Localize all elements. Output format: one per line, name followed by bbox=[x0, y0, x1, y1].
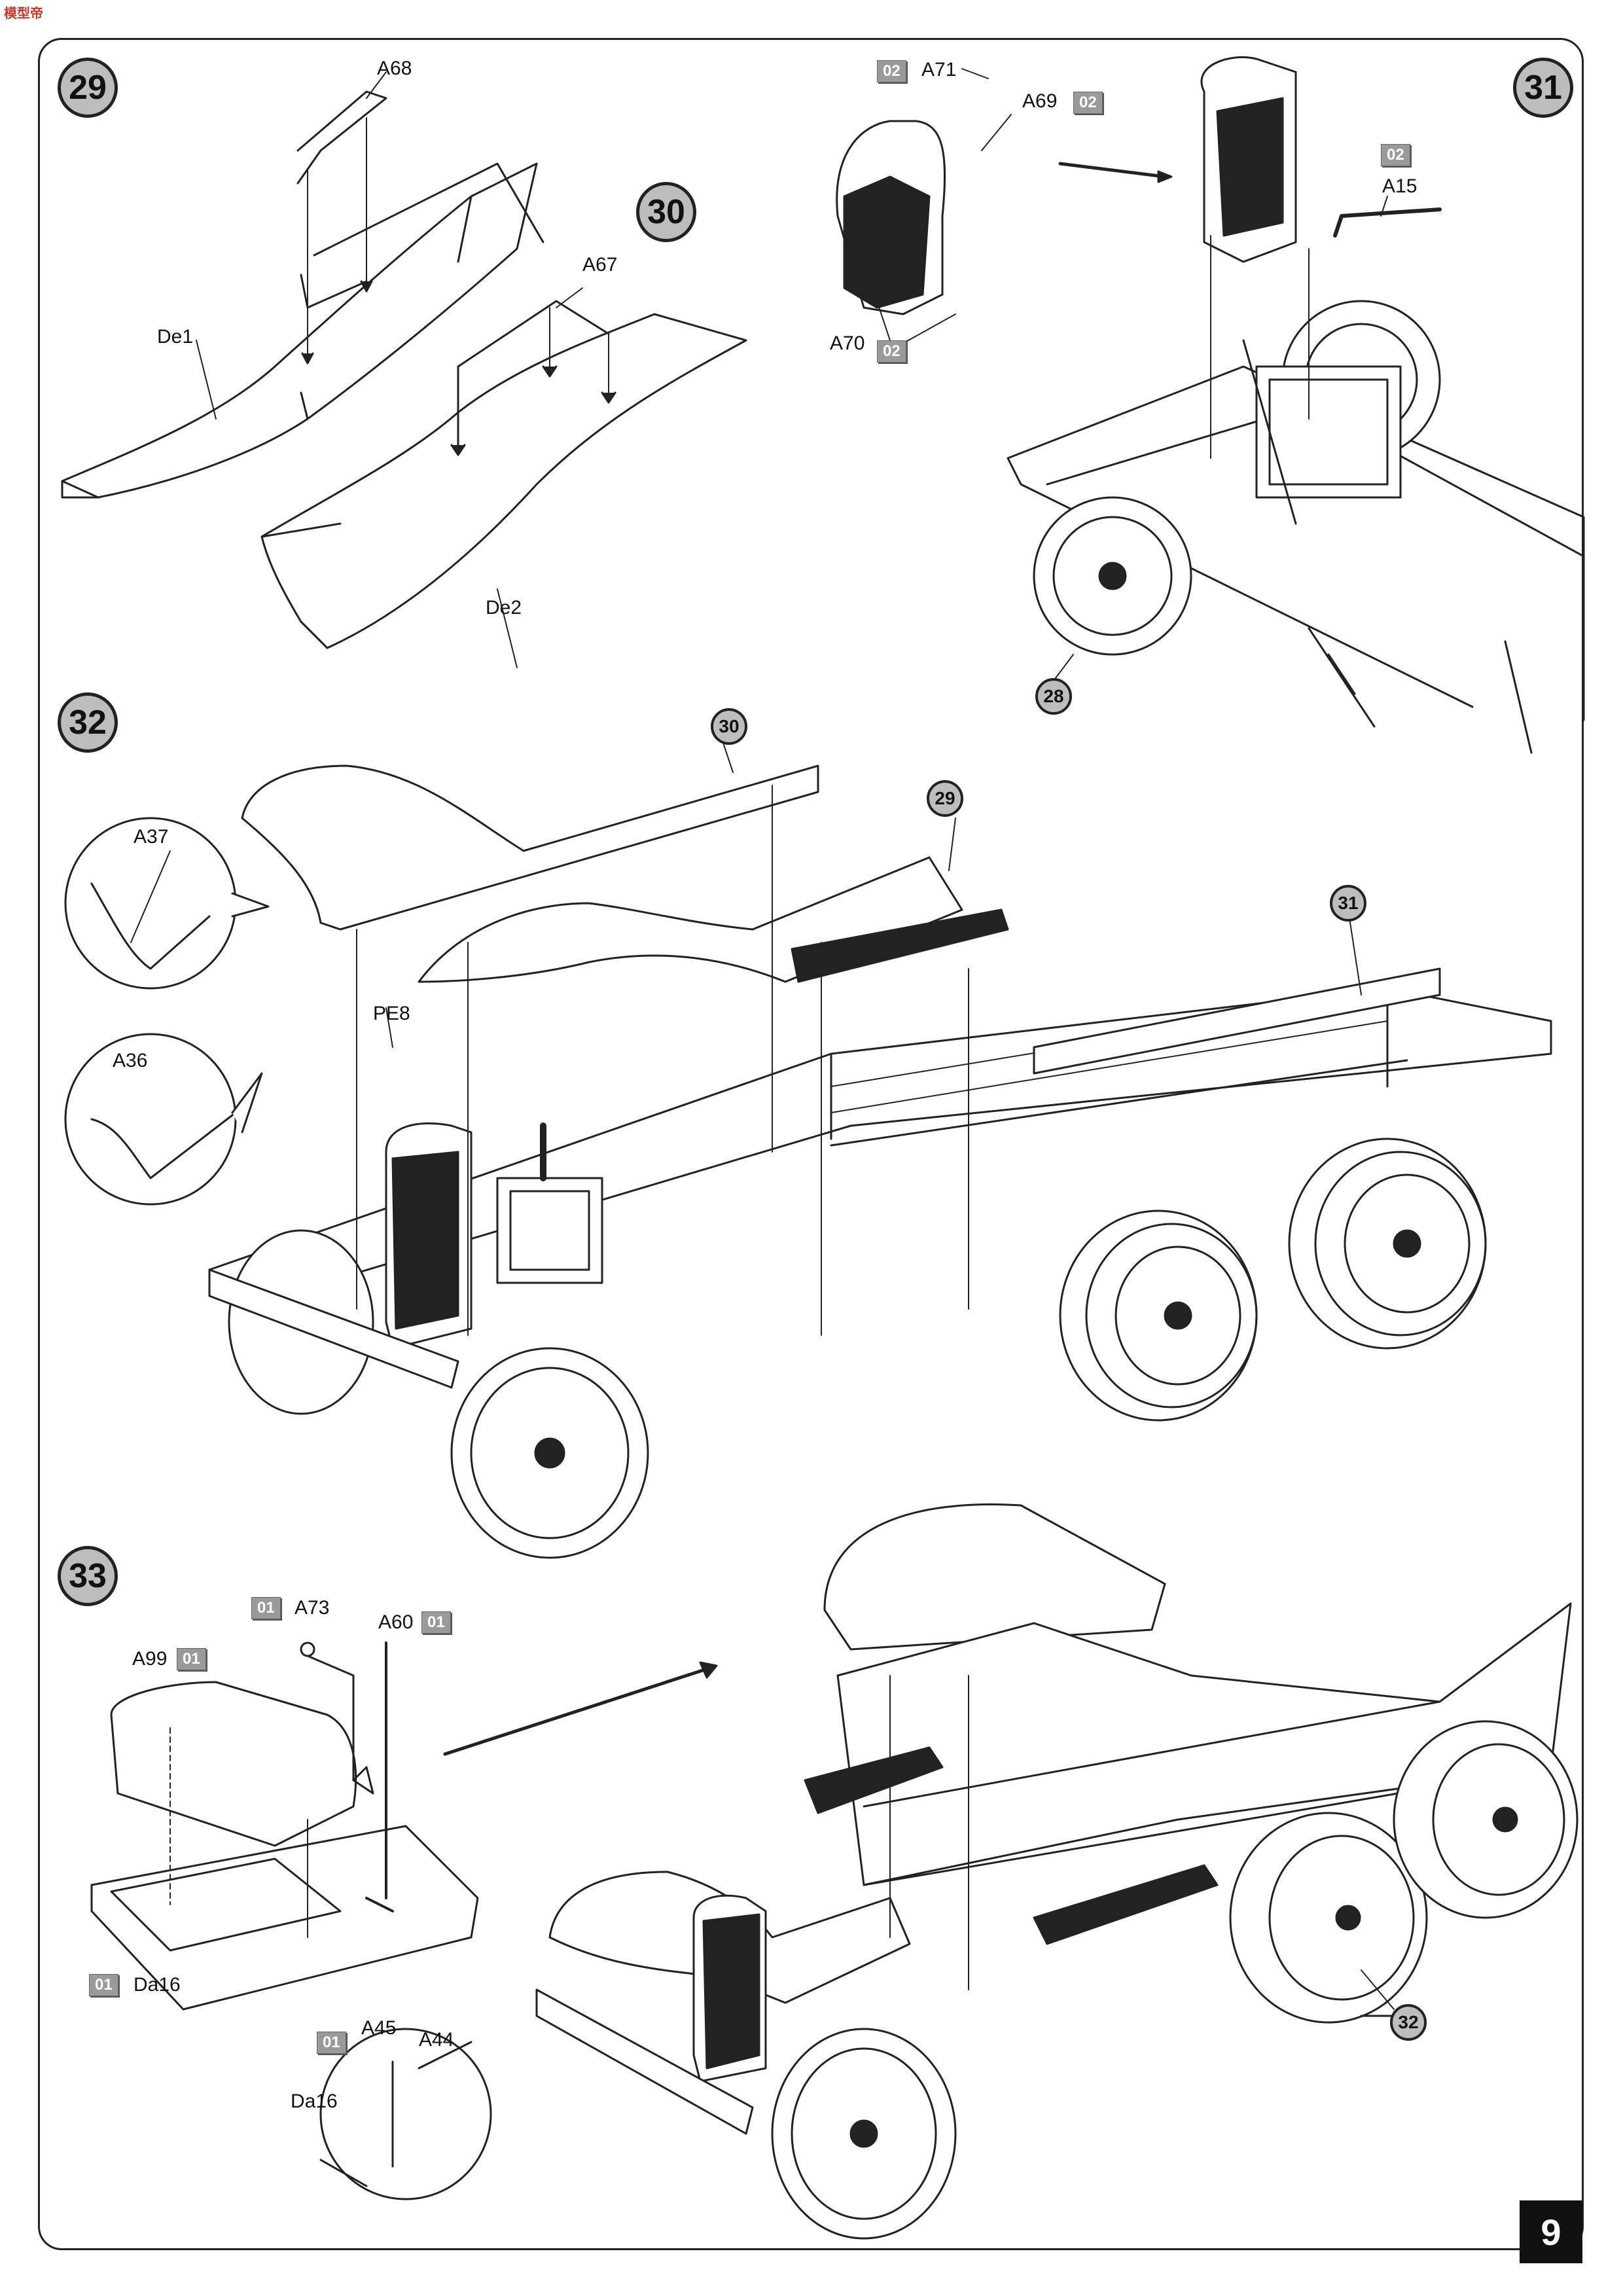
part-label-de2: De2 bbox=[486, 597, 522, 619]
step-number-32: 32 bbox=[58, 692, 118, 753]
step32-chassis-drawing bbox=[64, 764, 1552, 1559]
step31-radiator-drawing bbox=[836, 56, 1585, 754]
part-label-a70: A70 bbox=[830, 332, 865, 354]
part-label-a71: A71 bbox=[921, 59, 957, 81]
part-label-a99: A99 bbox=[132, 1648, 168, 1670]
color-tag-a73: 01 bbox=[251, 1597, 281, 1619]
color-tag-a70: 02 bbox=[877, 340, 906, 363]
color-tag-a69: 02 bbox=[1073, 92, 1103, 114]
brand-logo: 模型帝 bbox=[4, 7, 43, 21]
color-tag-da16: 01 bbox=[89, 1974, 118, 1996]
color-tag-a60: 01 bbox=[421, 1611, 451, 1634]
step-number-33: 33 bbox=[58, 1546, 118, 1606]
part-label-de1: De1 bbox=[157, 326, 194, 348]
part-label-a37: A37 bbox=[134, 826, 169, 848]
color-tag-a15: 02 bbox=[1381, 144, 1410, 166]
ref-badge-29: 29 bbox=[927, 780, 963, 817]
part-label-a45: A45 bbox=[361, 2017, 397, 2039]
ref-badge-31: 31 bbox=[1330, 885, 1366, 922]
step-number-31: 31 bbox=[1513, 58, 1573, 118]
part-label-a67: A67 bbox=[582, 254, 618, 276]
page-number: 9 bbox=[1520, 2200, 1582, 2263]
color-tag-a71: 02 bbox=[877, 60, 906, 82]
part-label-pe8: PE8 bbox=[373, 1003, 410, 1024]
ref-badge-32: 32 bbox=[1390, 2004, 1427, 2041]
step29-fender-drawing bbox=[61, 90, 544, 499]
step-number-30: 30 bbox=[636, 182, 696, 242]
page-frame bbox=[38, 38, 1584, 2250]
step33-seat-drawing bbox=[90, 1503, 1578, 2240]
part-label-da16: Da16 bbox=[134, 1974, 181, 1996]
part-label-a36: A36 bbox=[113, 1050, 148, 1071]
color-tag-a99: 01 bbox=[177, 1648, 206, 1670]
part-label-da16-detail: Da16 bbox=[291, 2090, 338, 2112]
part-label-a44: A44 bbox=[419, 2029, 454, 2051]
part-label-a60: A60 bbox=[378, 1611, 414, 1633]
color-tag-a45: 01 bbox=[317, 2032, 346, 2054]
part-label-a15: A15 bbox=[1382, 175, 1418, 197]
part-label-a73: A73 bbox=[294, 1597, 330, 1619]
part-label-a68: A68 bbox=[377, 58, 412, 79]
step30-fender-drawing bbox=[260, 300, 747, 649]
step-number-29: 29 bbox=[58, 58, 118, 118]
ref-badge-28: 28 bbox=[1035, 678, 1072, 715]
part-label-a69: A69 bbox=[1022, 90, 1058, 112]
ref-badge-30: 30 bbox=[711, 708, 747, 745]
